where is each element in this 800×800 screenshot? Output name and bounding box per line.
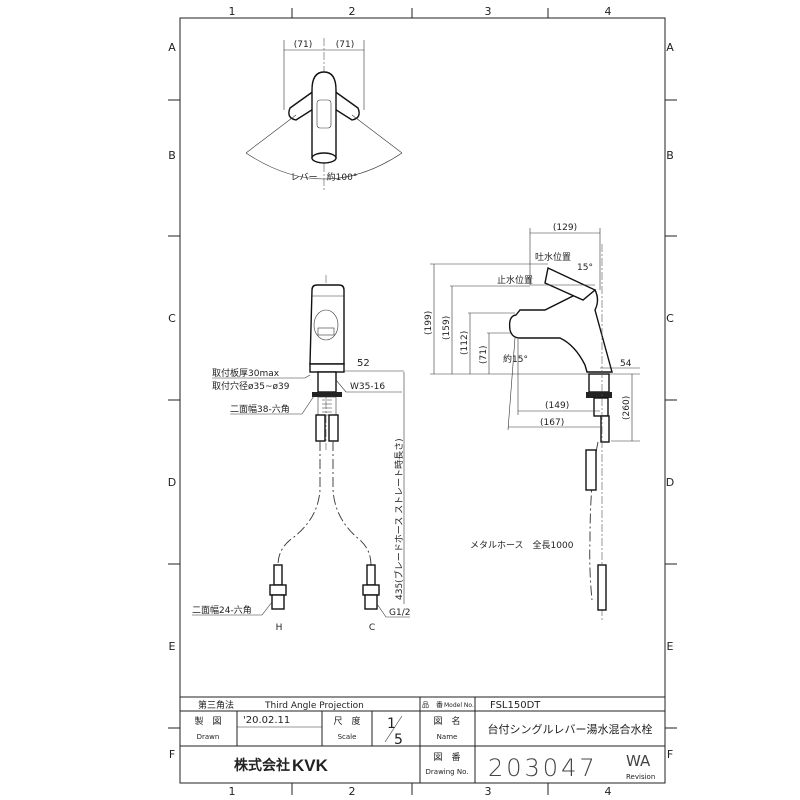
dim-71-left: (71) bbox=[294, 40, 312, 50]
product-name: 台付シングルレバー湯水混合水栓 bbox=[488, 722, 653, 736]
connector-hot bbox=[269, 564, 287, 610]
column-labels-top: 1 2 3 4 bbox=[229, 5, 612, 18]
faucet-body-side bbox=[508, 289, 613, 373]
braided-hose-cold bbox=[332, 441, 372, 566]
column-labels-bottom: 1 2 3 4 bbox=[229, 785, 612, 798]
company-name: 株式会社 bbox=[234, 757, 290, 774]
dim-149: (149) bbox=[545, 401, 569, 411]
hose-length-label: 435(ブレードホース ストレート時長さ) bbox=[393, 438, 405, 600]
dim-112: (112) bbox=[460, 331, 470, 355]
row-label: E bbox=[169, 640, 176, 653]
grid-ticks bbox=[168, 8, 677, 795]
lever-arc bbox=[245, 152, 403, 180]
braided-hose-hot bbox=[277, 441, 321, 566]
front-view: 52 取付板厚30max 取付穴径ø35~ø39 W35-16 二面幅38-六角… bbox=[192, 275, 410, 633]
row-label: C bbox=[666, 312, 674, 325]
side-view: (129) 吐水位置 止水位置 15° (199) (159) (112) (7… bbox=[424, 223, 640, 620]
dim-167: (167) bbox=[540, 418, 564, 428]
scale-denominator: 5 bbox=[394, 732, 403, 748]
top-view: (71) (71) レバー 約100° bbox=[245, 38, 403, 190]
hose-nut-hot bbox=[315, 414, 326, 442]
lever-side bbox=[544, 266, 597, 301]
hot-label: H bbox=[276, 623, 283, 633]
row-label: F bbox=[667, 748, 673, 761]
row-label: F bbox=[169, 748, 175, 761]
stop-position-label: 止水位置 bbox=[497, 274, 533, 286]
model-label-en: Model No. bbox=[444, 702, 474, 709]
row-label: E bbox=[667, 640, 674, 653]
revision-label: Revision bbox=[626, 773, 655, 781]
scale-numerator: 1 bbox=[387, 716, 396, 732]
drawn-date: '20.02.11 bbox=[243, 715, 290, 726]
row-label: B bbox=[168, 149, 176, 162]
lever-left-position bbox=[288, 86, 319, 121]
connector-cold bbox=[362, 564, 380, 610]
dim-54: 54 bbox=[620, 359, 632, 369]
dim-260: (260) bbox=[622, 396, 632, 420]
model-label-jp: 品 番 bbox=[422, 701, 443, 709]
row-label: D bbox=[168, 476, 176, 489]
dim-199: (199) bbox=[424, 311, 434, 335]
title-block: 第三角法 Third Angle Projection 品 番 Model No… bbox=[179, 696, 666, 784]
drawing-label-en: Drawing No. bbox=[426, 768, 469, 776]
row-label: B bbox=[666, 149, 674, 162]
plate-thickness-label: 取付板厚30max bbox=[212, 367, 280, 379]
dim-159: (159) bbox=[442, 316, 452, 340]
hex-24-label: 二面幅24-六角 bbox=[192, 604, 252, 616]
spout-angle-label: 約15° bbox=[503, 353, 528, 365]
revision-value: WA bbox=[626, 752, 651, 770]
col-label: 2 bbox=[349, 785, 356, 798]
drawn-label-en: Drawn bbox=[197, 733, 220, 741]
metal-hose-label: メタルホース 全長1000 bbox=[470, 539, 574, 551]
row-labels-right: A B C D E F bbox=[666, 41, 674, 761]
scale-label-en: Scale bbox=[338, 733, 357, 741]
dim-71-right: (71) bbox=[336, 40, 354, 50]
drawing-number: 203047 bbox=[488, 754, 598, 782]
model-value: FSL150DT bbox=[490, 700, 541, 711]
faucet-body-front bbox=[309, 284, 345, 365]
col-label: 4 bbox=[605, 785, 612, 798]
col-label: 1 bbox=[229, 785, 236, 798]
g12-label: G1/2 bbox=[389, 608, 410, 618]
col-label: 3 bbox=[485, 785, 492, 798]
washer bbox=[312, 392, 342, 397]
faucet-body-top bbox=[311, 71, 337, 159]
lever-right-position bbox=[329, 86, 360, 121]
col-label: 1 bbox=[229, 5, 236, 18]
row-label: A bbox=[168, 41, 176, 54]
col-label: 3 bbox=[485, 5, 492, 18]
scale-label-jp: 尺 度 bbox=[333, 715, 360, 727]
projection-jp: 第三角法 bbox=[198, 699, 234, 711]
name-label-en: Name bbox=[437, 733, 458, 741]
cold-label: C bbox=[369, 623, 375, 633]
row-label: A bbox=[666, 41, 674, 54]
row-label: C bbox=[168, 312, 176, 325]
col-label: 4 bbox=[605, 5, 612, 18]
drawing-frame bbox=[179, 17, 666, 784]
hose-nut-cold bbox=[328, 414, 339, 442]
drawn-label-jp: 製 図 bbox=[194, 715, 221, 727]
lever-angle-label: レバー 約100° bbox=[291, 171, 358, 183]
hex-38-label: 二面幅38-六角 bbox=[230, 403, 290, 415]
kvk-logo: KVK bbox=[292, 756, 329, 775]
lever-tilt-label: 15° bbox=[577, 263, 593, 273]
spout-position-label: 吐水位置 bbox=[535, 251, 571, 263]
row-labels-left: A B C D E F bbox=[168, 41, 176, 761]
dim-71: (71) bbox=[479, 346, 489, 364]
row-label: D bbox=[666, 476, 674, 489]
thread-label: W35-16 bbox=[350, 382, 385, 392]
shank bbox=[317, 371, 337, 393]
name-label-jp: 図 名 bbox=[433, 715, 460, 727]
dim-129: (129) bbox=[553, 223, 577, 233]
dim-52: 52 bbox=[357, 358, 370, 369]
hole-diameter-label: 取付穴径ø35~ø39 bbox=[212, 380, 290, 392]
col-label: 2 bbox=[349, 5, 356, 18]
hose-nut-side bbox=[600, 415, 610, 443]
projection-en: Third Angle Projection bbox=[264, 701, 364, 711]
drawing-label-jp: 図 番 bbox=[433, 751, 460, 763]
